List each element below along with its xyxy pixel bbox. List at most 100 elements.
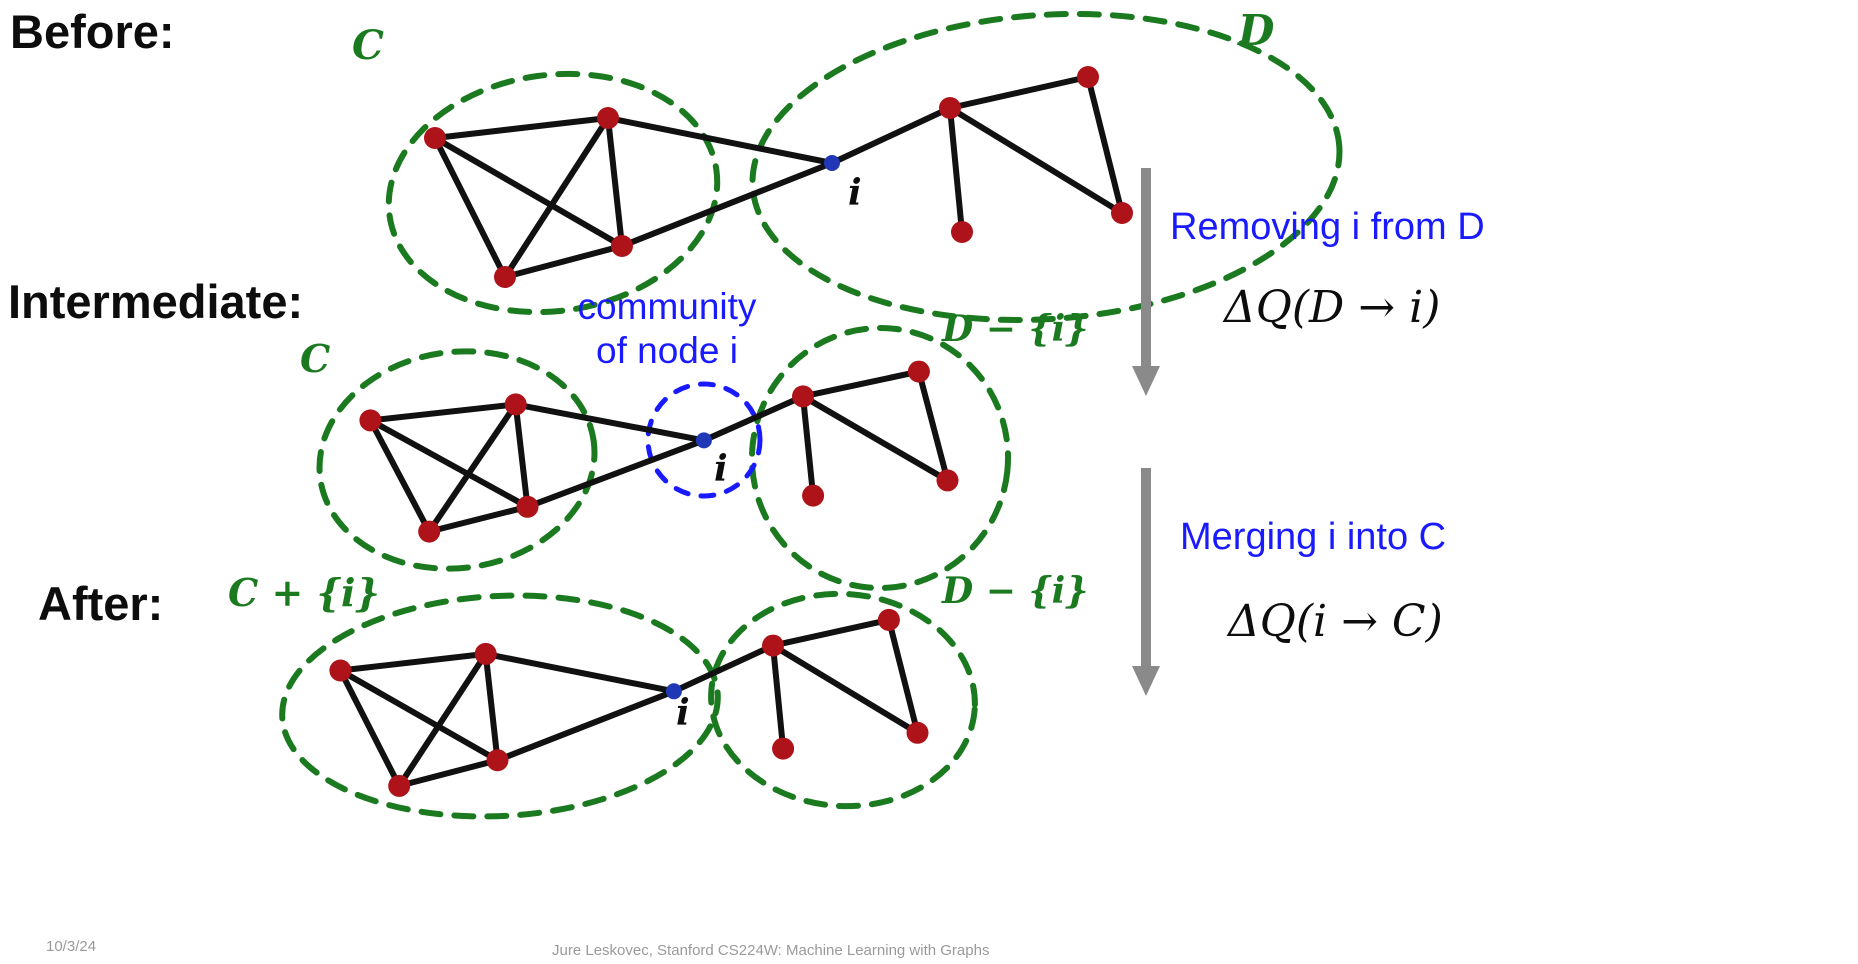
node-L4-before [494,266,516,288]
edge-L2-L3-after [482,653,501,761]
community-d-minus-i-ellipse-after [708,590,978,810]
community-c-label-before: C [352,22,384,69]
edge-R2-R4-before [1085,76,1125,214]
community-c-plus-i-ellipse-after [279,592,721,820]
transition-merging-label: Merging i into C [1180,516,1447,558]
transition-removing-formula: ΔQ(D → i) [1224,282,1441,333]
edge-i-R1-after [672,642,775,695]
down-arrow-icon-1 [1132,468,1160,696]
edge-L2-L4-after [396,652,489,788]
edge-R1-R4-after [771,643,920,736]
edge-L1-L2-after [340,650,487,674]
node-i-after [665,683,682,700]
edge-L1-L2-before [434,115,609,141]
edge-L3-i-intermediate [526,437,705,510]
edge-R1-R2-after [772,616,890,649]
node-R1-after [762,634,784,657]
node-L2-intermediate [504,393,527,416]
edge-L1-L3-after [338,667,499,763]
node-L2-after [474,642,497,665]
edge-L1-L2-intermediate [370,401,517,424]
edge-R2-R4-after [885,619,921,734]
node-R4-before [1111,202,1133,224]
community-c-label-intermediate: C [300,336,331,381]
community-of-node-i-note-line1: community [577,286,757,327]
edge-L1-L3-intermediate [368,417,529,510]
edge-L2-L3-before [605,117,625,247]
edge-R1-R3-before [947,107,965,233]
footer-credit: Jure Leskovec, Stanford CS224W: Machine … [552,942,990,959]
down-arrow-head [1132,666,1160,696]
node-R2-intermediate [907,360,930,383]
before-title: Before: [10,5,175,58]
node-R2-after [877,608,900,631]
edge-R1-R4-before [948,105,1124,216]
edge-L2-L4-intermediate [426,402,519,534]
node-L4-intermediate [418,520,441,543]
transition-removing-label: Removing i from D [1170,206,1485,248]
node-L4-after [388,774,411,797]
graph-panel-intermediate [316,325,1012,591]
graph-panel-before [385,10,1343,324]
node-R2-before [1077,66,1099,88]
edge-L1-L4-before [432,136,508,279]
community-c-ellipse-intermediate [316,348,598,572]
graph-panel-after [279,590,978,820]
edge-L2-i-after [485,650,675,695]
edge-L2-L3-intermediate [512,404,531,508]
node-L3-after [486,749,509,772]
edge-L1-L4-intermediate [367,418,432,534]
edge-L3-L4-intermediate [428,503,529,535]
community-d-minus-i-label-after: D − {i} [942,570,1089,612]
node-L3-intermediate [516,495,539,518]
community-d-ellipse-before [749,10,1343,324]
node-R3-before [951,221,973,243]
node-R1-intermediate [792,385,814,408]
edge-R1-R3-after [770,645,787,749]
node-R4-after [906,721,929,744]
edge-L3-L4-after [398,757,499,789]
edge-L3-L4-before [504,243,623,280]
node-R3-intermediate [802,484,825,507]
node-i-label-intermediate: i [714,448,728,490]
community-of-node-i-circle [645,381,763,499]
edge-L3-i-before [620,160,834,249]
edge-R1-R2-intermediate [802,368,920,400]
community-d-minus-i-label-intermediate: D − {i} [942,308,1089,350]
edge-i-R1-intermediate [702,393,805,444]
footer-date: 10/3/24 [46,938,97,955]
node-L3-before [611,235,633,257]
node-i-before [824,155,840,171]
edge-R1-R3-intermediate [800,396,817,496]
community-c-plus-i-label-after: C + {i} [228,570,380,615]
node-R1-before [939,97,961,119]
down-arrow-icon-0 [1132,168,1160,396]
node-i-label-before: i [848,172,862,214]
edge-L2-i-before [607,115,833,166]
edge-L3-i-after [496,688,675,763]
community-of-node-i-note-line2: of node i [596,330,738,371]
node-L1-before [424,127,446,149]
edge-L1-L3-before [433,135,624,249]
edge-R1-R4-intermediate [801,393,950,483]
community-c-ellipse-before [385,70,721,316]
intermediate-title: Intermediate: [8,275,304,328]
edge-L2-i-intermediate [515,401,705,444]
node-L1-intermediate [359,409,382,432]
down-arrow-head [1132,366,1160,396]
edge-L1-L4-after [337,669,402,788]
node-L2-before [597,107,619,129]
node-R3-after [772,737,795,760]
community-d-label-before: D [1238,6,1275,55]
after-title: After: [38,577,164,630]
edge-R2-R4-intermediate [915,370,951,482]
edge-i-R1-before [830,105,952,166]
node-R4-intermediate [936,469,959,492]
node-L1-after [329,659,352,682]
transition-merging-formula: ΔQ(i → C) [1228,596,1443,647]
edge-R1-R2-before [949,74,1089,111]
edge-L2-L4-before [502,116,611,279]
community-d-minus-i-ellipse-intermediate [748,325,1012,591]
